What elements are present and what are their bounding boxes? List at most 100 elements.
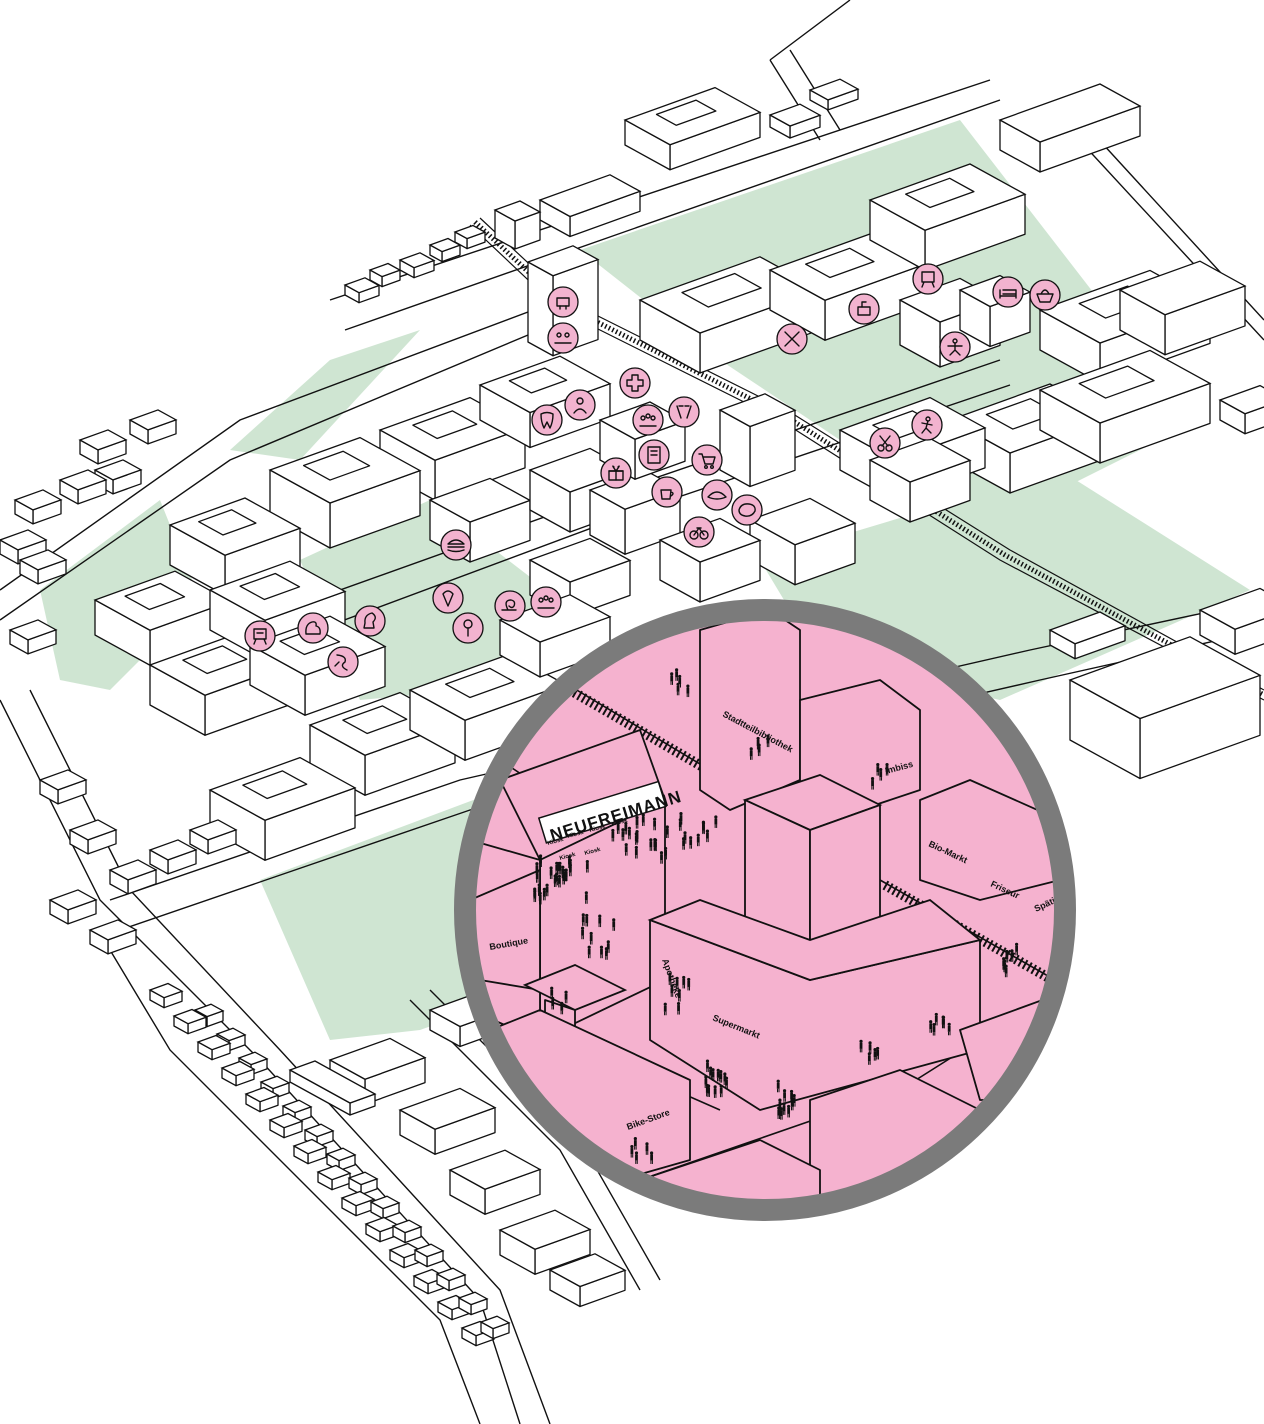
person	[670, 672, 674, 685]
shopping-cart-icon[interactable]	[691, 444, 723, 476]
person	[701, 821, 706, 835]
snail-icon[interactable]	[494, 590, 526, 622]
person	[587, 945, 591, 959]
doctor-icon[interactable]	[564, 389, 596, 421]
easel-icon[interactable]	[912, 263, 944, 295]
person	[621, 828, 625, 841]
block-building	[498, 594, 612, 678]
strong-arm-icon[interactable]	[297, 612, 329, 644]
person	[859, 1039, 863, 1053]
large-hall	[1068, 636, 1262, 780]
massage-icon[interactable]	[327, 646, 359, 678]
hairdresser-icon[interactable]	[911, 409, 943, 441]
person	[650, 1151, 654, 1164]
block-building	[718, 393, 797, 488]
person	[687, 977, 691, 991]
person	[611, 828, 615, 842]
shed	[768, 103, 822, 139]
low-building	[498, 1209, 592, 1275]
small-building	[428, 237, 462, 263]
road-diagonal-main	[0, 299, 561, 621]
cheers-icon[interactable]	[668, 396, 700, 428]
person	[676, 1001, 681, 1015]
row-house	[340, 1190, 376, 1217]
sewing-icon[interactable]	[848, 293, 880, 325]
person	[868, 1041, 872, 1054]
tools-icon[interactable]	[776, 323, 808, 355]
row-house	[148, 982, 184, 1009]
person	[585, 859, 589, 873]
small-house	[78, 429, 128, 465]
pharmacy-cross-icon[interactable]	[619, 367, 651, 399]
tooth-icon[interactable]	[531, 404, 563, 436]
small-house	[38, 769, 88, 805]
person	[714, 815, 718, 828]
basket-icon[interactable]	[1029, 279, 1061, 311]
person	[719, 1070, 723, 1083]
burger-icon[interactable]	[440, 529, 472, 561]
ice-cream-icon[interactable]	[432, 582, 464, 614]
person	[535, 870, 539, 883]
low-building	[548, 1253, 627, 1308]
person	[675, 668, 679, 681]
workout-icon[interactable]	[244, 620, 276, 652]
zoom-ring	[454, 599, 1076, 1221]
group-icon[interactable]	[530, 586, 562, 618]
person	[1004, 964, 1008, 978]
person	[612, 918, 616, 931]
row-house	[244, 1086, 280, 1113]
bed-icon[interactable]	[992, 276, 1024, 308]
poi-markers	[244, 263, 1061, 678]
person	[713, 1085, 717, 1098]
small-house	[188, 819, 238, 855]
person	[634, 1151, 639, 1164]
row-house	[369, 1195, 401, 1220]
row-house	[268, 1112, 304, 1139]
person	[876, 763, 880, 776]
head-profile-icon[interactable]	[354, 605, 386, 637]
person	[779, 1107, 783, 1120]
kiosk-label: Kiosk	[589, 824, 607, 834]
person	[683, 831, 687, 844]
person	[1015, 942, 1019, 956]
vending-icon[interactable]	[638, 439, 670, 471]
person	[707, 1084, 711, 1097]
lollipop-icon[interactable]	[452, 612, 484, 644]
office-icon[interactable]	[547, 286, 579, 318]
group-icon[interactable]	[632, 404, 664, 436]
meat-icon[interactable]	[731, 494, 763, 526]
green-space-strip	[230, 330, 420, 460]
gift-icon[interactable]	[600, 457, 632, 489]
person	[716, 1068, 720, 1082]
row-house	[172, 1008, 208, 1035]
small-house	[128, 409, 178, 445]
person	[652, 817, 657, 831]
scissors-icon[interactable]	[869, 427, 901, 459]
person	[564, 990, 568, 1004]
bicycle-icon[interactable]	[683, 516, 715, 548]
person	[604, 947, 609, 960]
person	[542, 887, 546, 901]
person	[664, 846, 668, 860]
person	[549, 866, 553, 880]
person	[873, 1048, 877, 1061]
person	[624, 821, 628, 835]
low-building	[1048, 611, 1127, 660]
person	[705, 1059, 710, 1073]
bread-icon[interactable]	[701, 479, 733, 511]
coffee-icon[interactable]	[651, 476, 683, 508]
person	[560, 1001, 564, 1015]
person	[635, 829, 639, 843]
person	[678, 674, 682, 688]
person	[580, 926, 585, 940]
person	[677, 988, 681, 1002]
person	[645, 1142, 649, 1155]
person	[787, 1104, 791, 1118]
person	[599, 945, 604, 959]
meeting-icon[interactable]	[547, 322, 579, 354]
person	[704, 1075, 708, 1089]
person	[719, 1084, 723, 1098]
kiosk-label: Kiosk	[567, 830, 585, 840]
person	[782, 1102, 786, 1115]
yoga-icon[interactable]	[939, 331, 971, 363]
